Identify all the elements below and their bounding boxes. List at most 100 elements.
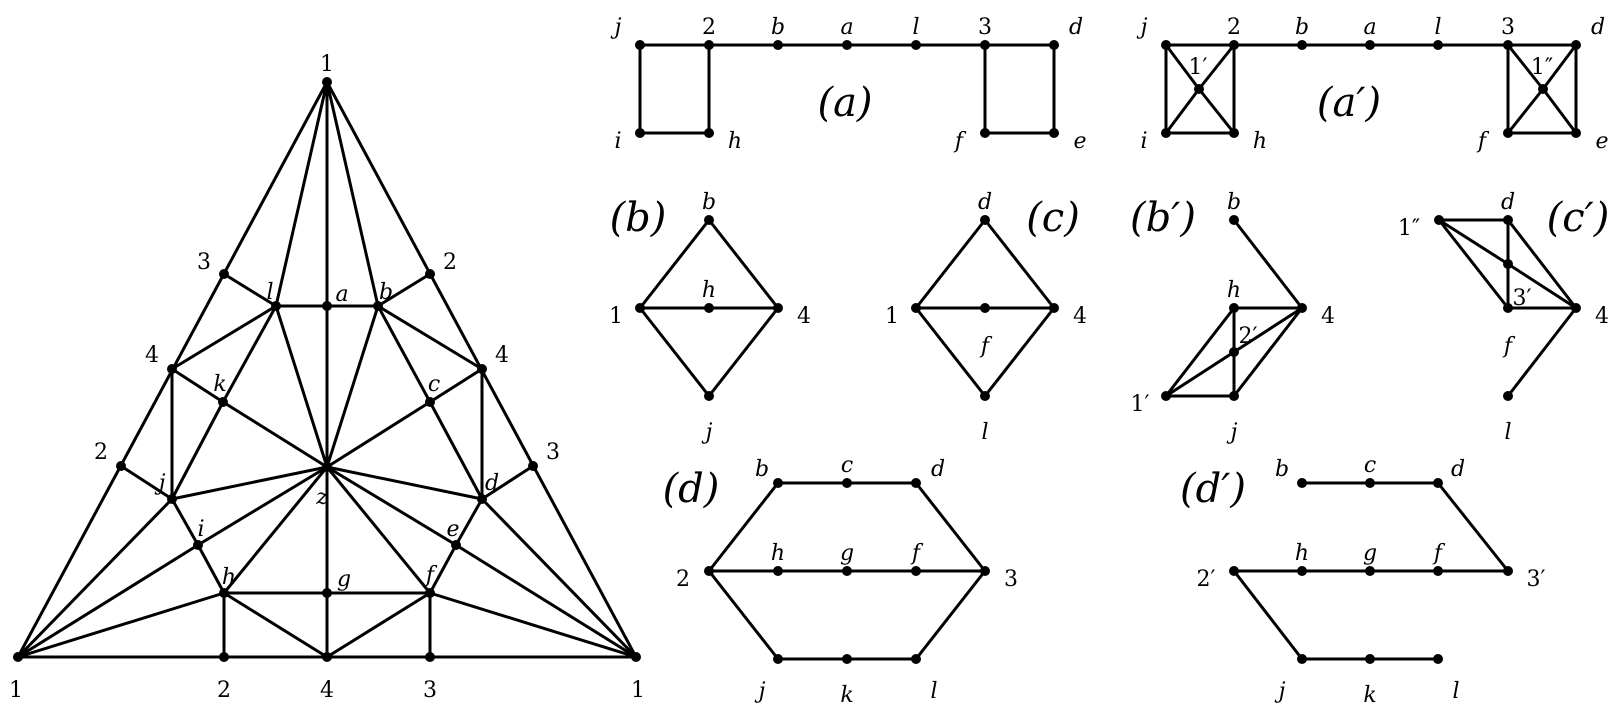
edge-triangulation-f-t4B — [325, 591, 432, 659]
edge-triangulation-l-k — [221, 304, 278, 404]
vertex-d-b — [773, 478, 783, 488]
vertex-label-d-prime-d: d — [1451, 457, 1465, 482]
edge-d-prime-d-3p — [1436, 481, 1510, 573]
vertex-label-triangulation-t4R: 4 — [495, 343, 509, 368]
vertex-label-d-d: d — [931, 457, 945, 482]
vertex-label-a-b: b — [771, 15, 785, 40]
vertex-c-4 — [1049, 303, 1059, 313]
vertex-d-3 — [980, 566, 990, 576]
vertex-c-l — [980, 391, 990, 401]
vertex-label-c-prime-d: d — [1501, 190, 1515, 215]
vertex-label-a-prime-1p: 1′ — [1189, 55, 1208, 80]
edge-c-prime-l-4 — [1506, 306, 1578, 398]
vertex-label-triangulation-t1top: 1 — [320, 52, 334, 77]
vertex-label-triangulation-t4L: 4 — [145, 343, 159, 368]
vertex-b-1 — [635, 303, 645, 313]
vertex-a-f — [980, 128, 990, 138]
edge-d-prime-2p-j — [1232, 569, 1304, 661]
vertex-b-j — [704, 391, 714, 401]
vertex-label-a-3: 3 — [978, 15, 992, 40]
vertex-c-prime-4 — [1571, 303, 1581, 313]
vertex-label-b-prime-h: h — [1227, 278, 1241, 303]
vertex-triangulation-t3B — [425, 652, 435, 662]
vertex-label-a-i: i — [614, 129, 621, 154]
edge-triangulation-d-e — [454, 497, 484, 547]
vertex-label-b-b: b — [702, 190, 716, 215]
vertex-a-prime-d — [1571, 40, 1581, 50]
vertex-a-prime-b — [1297, 40, 1307, 50]
edge-a-prime-2-1p — [1197, 43, 1236, 91]
edge-triangulation-e-f — [428, 543, 458, 595]
edge-triangulation-k-j — [170, 400, 225, 501]
vertex-label-a-prime-d: d — [1591, 15, 1605, 40]
edge-triangulation-i-t1bl — [16, 543, 200, 659]
vertex-triangulation-h — [219, 588, 229, 598]
edge-b-b-4 — [707, 218, 780, 310]
vertex-label-triangulation-t2L: 2 — [94, 440, 108, 465]
vertex-a-prime-a — [1365, 40, 1375, 50]
edge-triangulation-c-z — [325, 400, 432, 469]
vertex-d-2 — [704, 566, 714, 576]
vertex-b-prime-2p — [1229, 347, 1239, 357]
edge-triangulation-h-t1bl — [16, 591, 226, 659]
vertex-label-d-prime-2p: 2′ — [1197, 567, 1216, 592]
vertex-label-a-f: f — [953, 129, 967, 154]
vertex-triangulation-a — [322, 301, 332, 311]
vertex-label-a-prime-f: f — [1476, 129, 1490, 154]
edge-triangulation-f-t1br — [428, 591, 638, 659]
vertex-d-prime-d — [1433, 478, 1443, 488]
edge-triangulation-l-t3L — [222, 272, 278, 308]
vertex-label-a-2: 2 — [702, 15, 716, 40]
edge-d-l-3 — [914, 569, 987, 661]
vertex-label-triangulation-a: a — [335, 282, 348, 307]
vertex-label-triangulation-c: c — [428, 372, 440, 397]
vertex-a-e — [1049, 128, 1059, 138]
vertex-triangulation-c — [425, 397, 435, 407]
edge-triangulation-j-t2L — [119, 464, 174, 501]
vertex-label-triangulation-t1bl: 1 — [9, 678, 23, 703]
vertex-label-b-j: j — [701, 420, 713, 445]
diagram-c-prime: 1″d3′4fl(c′) — [1398, 190, 1609, 445]
vertex-d-prime-l — [1433, 654, 1443, 664]
vertex-d-c — [842, 478, 852, 488]
vertex-triangulation-g — [322, 588, 332, 598]
vertex-triangulation-z — [322, 462, 332, 472]
vertex-b-prime-1p — [1161, 391, 1171, 401]
vertex-label-b-h: h — [702, 278, 716, 303]
vertex-label-d-prime-b: b — [1275, 457, 1289, 482]
vertex-b-h — [704, 303, 714, 313]
vertex-a-a — [842, 40, 852, 50]
vertex-label-a-prime-2: 2 — [1227, 15, 1241, 40]
vertex-c-prime-1pp — [1434, 215, 1444, 225]
vertex-d-j — [773, 654, 783, 664]
vertex-triangulation-d — [477, 494, 487, 504]
vertex-label-a-prime-b: b — [1295, 15, 1309, 40]
edge-triangulation-c-d — [428, 400, 484, 501]
edge-b-prime-j-4 — [1232, 306, 1304, 398]
edge-triangulation-d-t1br — [480, 497, 638, 659]
edge-a-prime-3-1pp — [1506, 43, 1545, 91]
vertex-label-c-l: l — [981, 420, 988, 445]
vertex-label-a-prime-j: j — [1136, 15, 1148, 40]
vertex-label-triangulation-k: k — [213, 372, 226, 397]
vertex-a-prime-3 — [1503, 40, 1513, 50]
vertex-label-triangulation-g: g — [337, 567, 351, 592]
vertex-label-a-e: e — [1073, 129, 1086, 154]
edge-c-d-1 — [914, 218, 987, 310]
vertex-label-triangulation-d: d — [485, 471, 499, 496]
vertex-label-triangulation-t3B: 3 — [423, 678, 437, 703]
vertex-label-triangulation-t4B: 4 — [320, 678, 334, 703]
vertex-a-prime-i — [1161, 128, 1171, 138]
vertex-label-d-f: f — [910, 541, 924, 566]
edge-b-prime-b-4 — [1232, 218, 1304, 310]
vertex-label-b-prime-j: j — [1226, 420, 1238, 445]
edge-triangulation-k-z — [221, 400, 329, 469]
edge-a-prime-1p-i — [1164, 87, 1201, 135]
vertex-c-1 — [911, 303, 921, 313]
edge-triangulation-b-z — [325, 304, 380, 469]
